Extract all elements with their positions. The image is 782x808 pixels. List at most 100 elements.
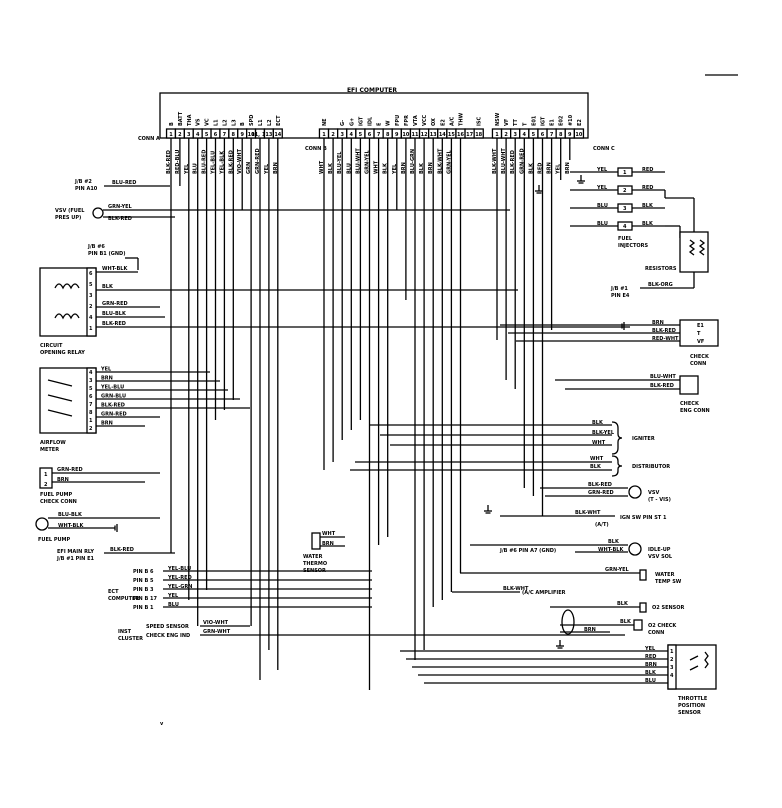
ecu-pin-name: TT xyxy=(513,118,519,126)
ecu-pin-name: T xyxy=(522,122,528,126)
ecu-pin xyxy=(473,128,484,139)
relay-pin: 1 xyxy=(89,326,93,332)
relay-pin: 2 xyxy=(89,304,93,310)
tps-sensor-icon xyxy=(689,651,709,671)
ecu-wire-label: RED-BLU xyxy=(175,150,181,174)
ecu-pin-number: 4 xyxy=(523,132,527,138)
ecu-pin-name: L2 xyxy=(222,119,228,126)
svg-text:BLK: BLK xyxy=(590,464,602,470)
igniter-wire-label: WHT xyxy=(592,440,606,446)
ecu-pin-number: 1 xyxy=(322,132,326,138)
water-sensor-icon xyxy=(311,532,321,550)
ecu-pin-number: 9 xyxy=(395,132,399,138)
fuel-pump: BLU-BLK WHT-BLK FUEL PUMP xyxy=(35,512,160,543)
ecu-wire-label: VIO-WHT xyxy=(237,148,243,174)
svg-text:GRN-WHT: GRN-WHT xyxy=(203,629,231,635)
meter-wire-label: BLK-RED xyxy=(101,403,125,409)
meter-pin: 1 xyxy=(89,418,93,424)
meter-pin: 6 xyxy=(89,394,93,400)
ecu-pin-name: IDL xyxy=(368,116,374,126)
idle-up-icon xyxy=(628,542,642,556)
ecu-pin-name: VC xyxy=(205,118,211,126)
ect-wire-label: BLU xyxy=(168,602,179,608)
tps-pin: 2 xyxy=(670,657,674,663)
relay-coil-2-icon xyxy=(54,313,80,320)
meter-pin: 5 xyxy=(89,386,93,392)
ecu-wire-label: RED xyxy=(538,163,544,174)
ecu-pin-name: A/C xyxy=(449,116,455,126)
svg-text:BLK: BLK xyxy=(617,601,629,607)
tps-wire-label: BLU xyxy=(645,678,656,684)
distributor: WHT BLK DISTRIBUTOR xyxy=(350,455,670,477)
svg-text:BLK-RED: BLK-RED xyxy=(110,547,134,553)
ect-pin: PIN B 17 xyxy=(133,596,157,602)
ecu-pin-number: 3 xyxy=(340,132,344,138)
relay-pin: 6 xyxy=(89,271,93,277)
o2-sensor-icon xyxy=(639,602,647,613)
check-conn-wire: BRN xyxy=(652,320,664,326)
svg-text:CHECK ENG IND: CHECK ENG IND xyxy=(146,633,190,639)
ecu-pin-number: 2 xyxy=(178,132,182,138)
tps-pin: 1 xyxy=(670,649,674,655)
ect-pin: PIN B 3 xyxy=(133,587,154,593)
svg-text:WHT-BLK: WHT-BLK xyxy=(58,523,84,529)
relay-wire-label: WHT-BLK xyxy=(102,266,128,272)
ecu-pin-number: 6 xyxy=(368,132,372,138)
ecu-pin-number: 7 xyxy=(550,132,554,138)
ecu-pin-name: L1 xyxy=(258,119,264,126)
svg-text:DISTRIBUTOR: DISTRIBUTOR xyxy=(632,464,670,470)
injector-wire-label: BLU xyxy=(597,203,608,209)
vsv-wire-1-label: GRN-YEL xyxy=(108,204,133,210)
jb2-wire-label: BLU-RED xyxy=(112,180,136,186)
ign-sw: BLK-WHT IGN SW PIN ST 1 (A/T) xyxy=(500,510,667,528)
ecu-wire-label: WHT xyxy=(319,160,325,174)
ecu-pin-name: FPU xyxy=(395,115,401,126)
ect-wire-label: YEL xyxy=(167,593,179,599)
vsv-tvis: BLK-RED GRN-RED VSV(T - VIS) xyxy=(540,482,671,503)
ecu-pin-number: 13 xyxy=(430,132,437,138)
svg-text:BRN: BRN xyxy=(57,477,69,483)
meter-resistor-icon xyxy=(47,379,73,417)
ecu-wire-label: YEL xyxy=(392,163,398,175)
relay-pin: 4 xyxy=(89,315,93,321)
ecu-pin-name: E1 xyxy=(550,119,556,126)
svg-text:VSV(T - VIS): VSV(T - VIS) xyxy=(648,490,671,503)
ground-symbols xyxy=(114,175,625,649)
injector-wire-label: RED xyxy=(642,185,653,191)
ecu-wire-label: BRN xyxy=(547,162,553,174)
ecu-wire-label: BLK-RED xyxy=(166,150,172,174)
ecu-wire-label: BLU xyxy=(193,163,199,174)
ecu-pin-name: IGT xyxy=(358,116,364,126)
ecu-pin-number: 8 xyxy=(559,132,563,138)
ac-amplifier: BLK-WHT (A/C AMPLIFIER xyxy=(452,586,566,596)
svg-text:BLK: BLK xyxy=(620,619,632,625)
check-conn-pin: VF xyxy=(697,339,704,345)
ecu-pin-number: 3 xyxy=(513,132,517,138)
tps-wire-label: RED xyxy=(645,654,656,660)
ecu-pin-name: SPD xyxy=(249,115,255,126)
ecu-wire-label: BLU-YEL xyxy=(337,151,343,174)
injector-wire-label: YEL xyxy=(596,185,608,191)
ecu-pin-number: 12 xyxy=(421,132,428,138)
ecu-pin-number: 1 xyxy=(495,132,499,138)
vsv-symbol-icon xyxy=(92,207,104,219)
meter-wire-label: GRN-BLU xyxy=(101,394,126,400)
ecu-wire-label: BLU-WHT xyxy=(355,148,361,174)
conn-c-label: CONN C xyxy=(593,146,615,152)
meter-pin: 4 xyxy=(89,370,93,376)
ecu-wire-label: BLK-RED xyxy=(228,150,234,174)
ecu-pin-name: E01 xyxy=(531,115,537,126)
ect-wire-label: YEL-BLU xyxy=(167,566,191,572)
